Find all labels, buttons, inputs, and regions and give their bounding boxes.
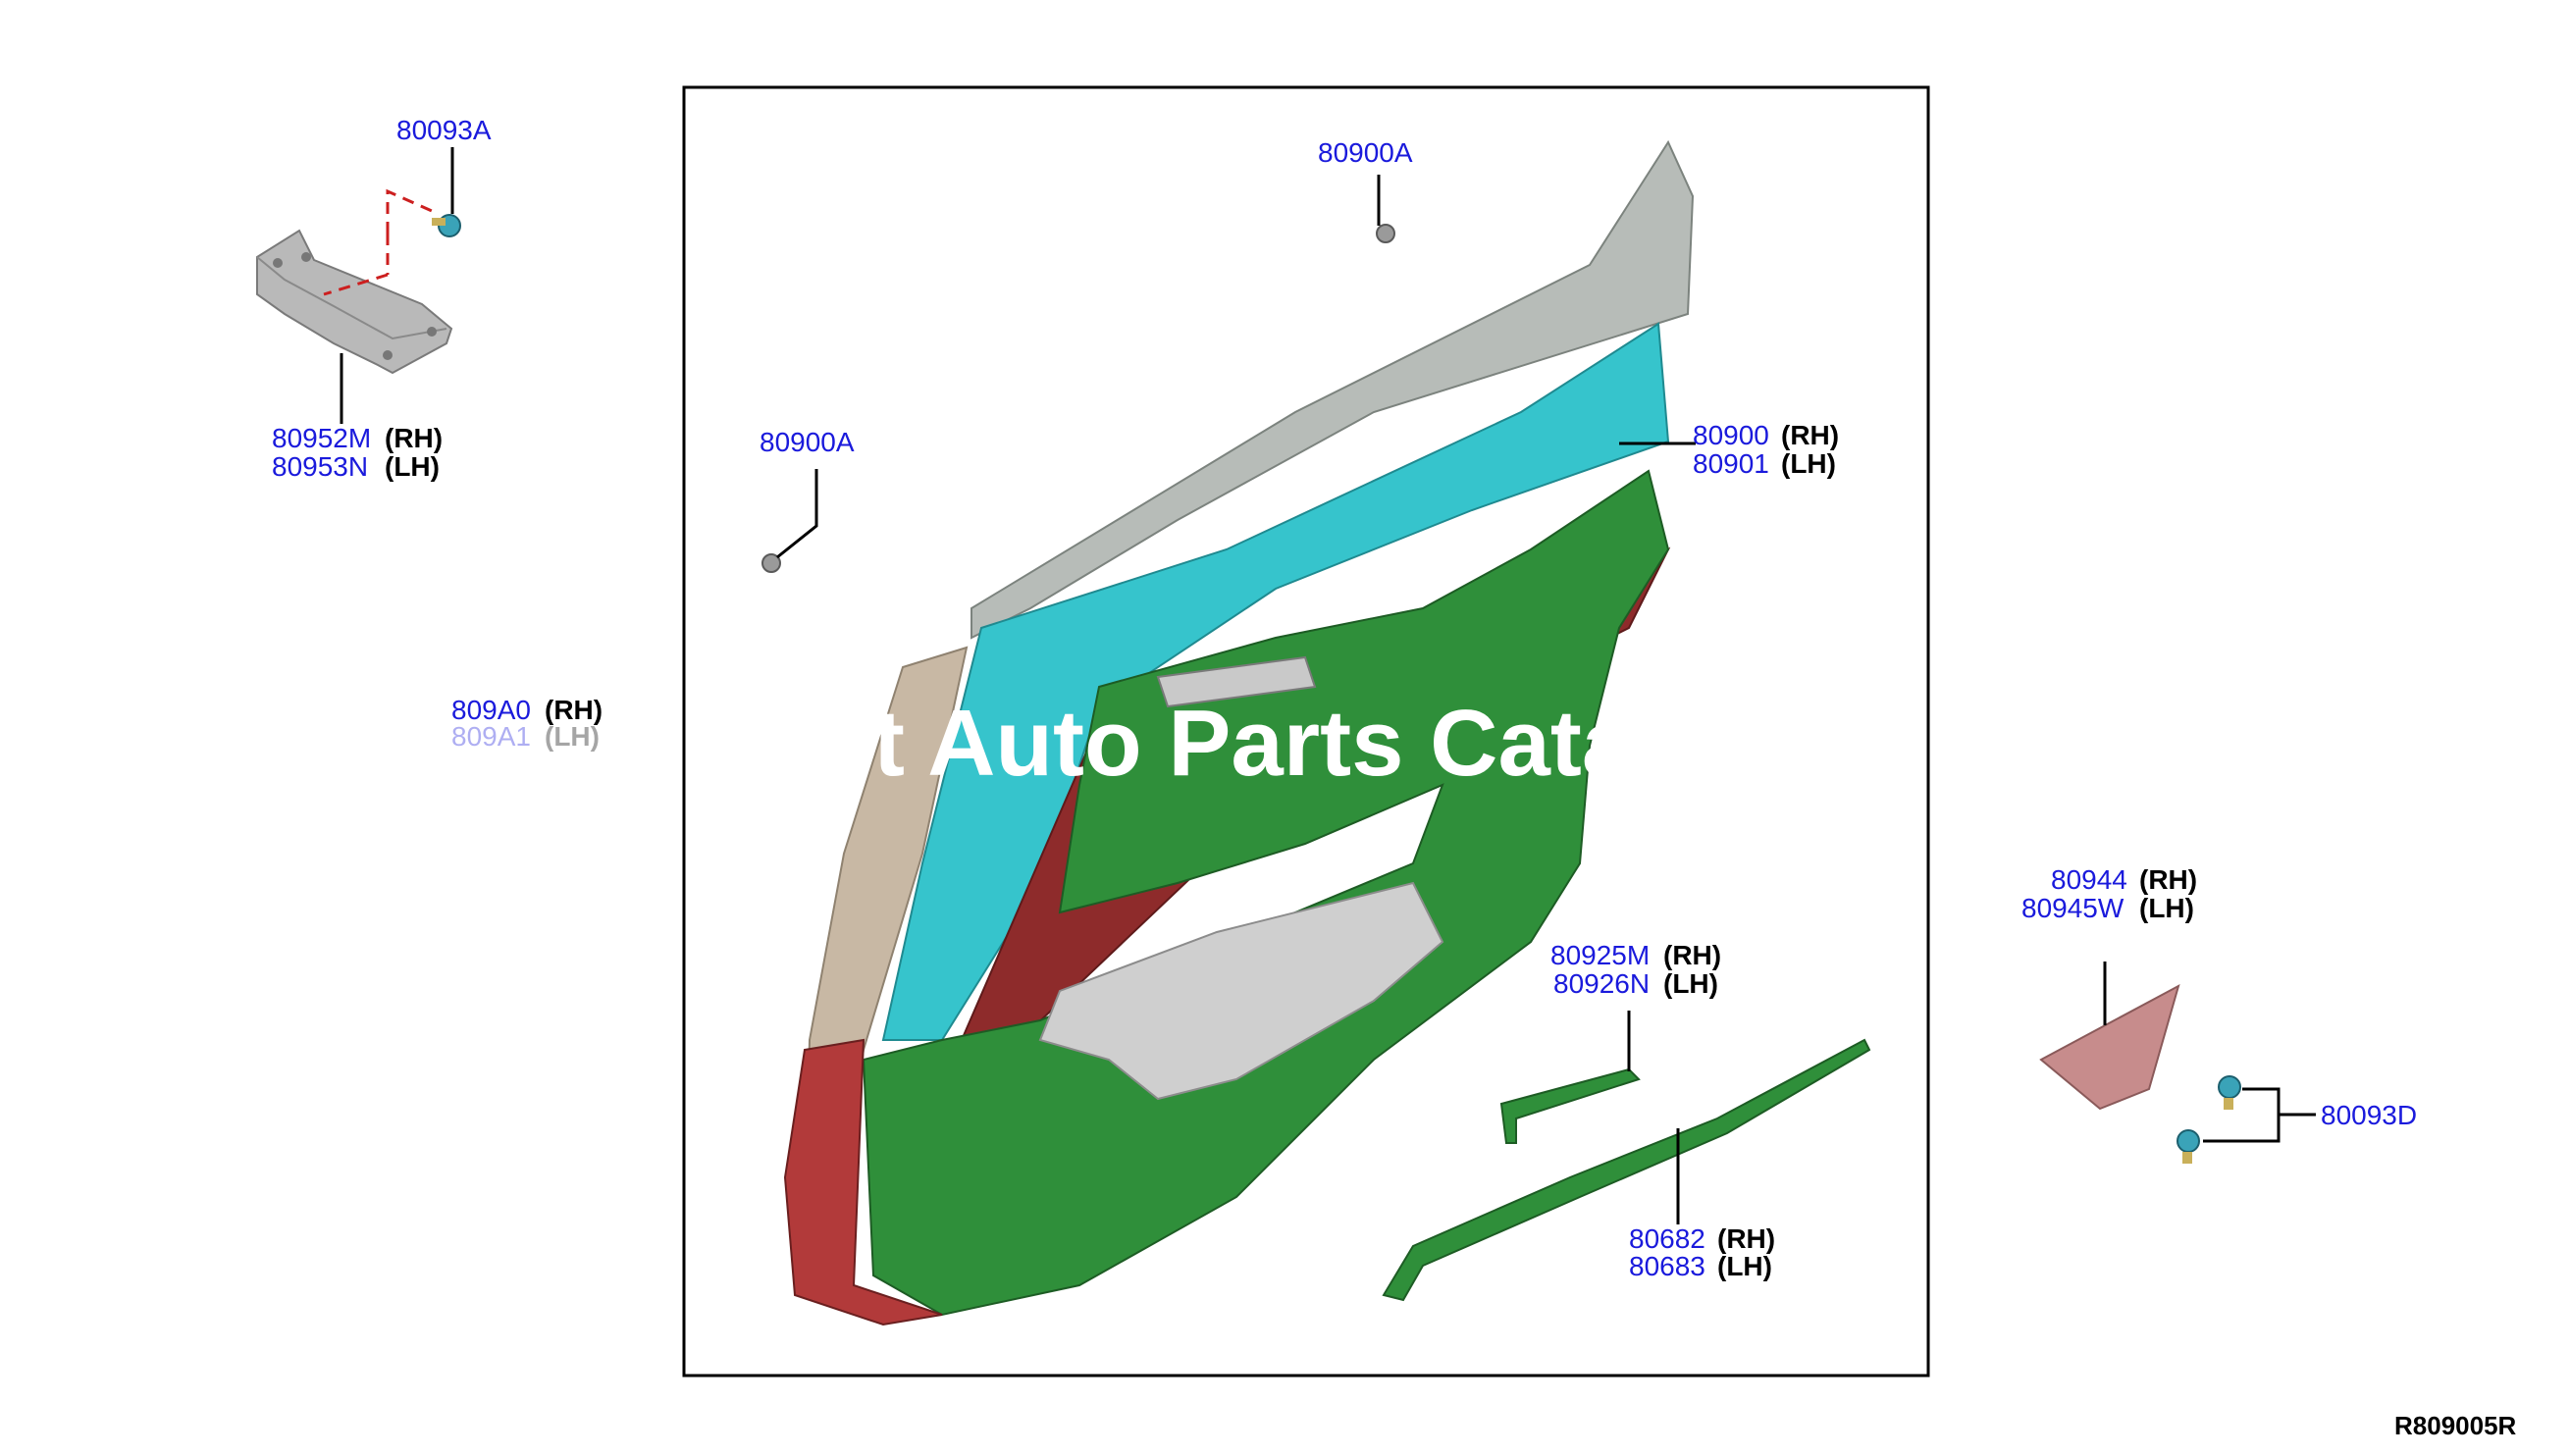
watermark-text: t Auto Parts Catal	[873, 691, 1660, 796]
corner-cover-part	[2039, 984, 2180, 1111]
label-80683: 80683	[1629, 1251, 1705, 1281]
label-80953N: 80953N	[272, 451, 368, 482]
label-80925M-side: (RH)	[1663, 940, 1721, 970]
switch-bezel	[1156, 655, 1317, 708]
label-80901-side: (LH)	[1781, 448, 1836, 479]
label-809A0-side: (RH)	[545, 695, 603, 725]
screw-80093A-icon	[432, 214, 461, 237]
label-80900A-top: 80900A	[1318, 137, 1413, 168]
label-809A1-side: (LH)	[545, 721, 600, 752]
label-80900: 80900	[1693, 420, 1769, 450]
label-80945W-side: (LH)	[2139, 893, 2194, 923]
figure-code: R809005R	[2394, 1411, 2517, 1440]
label-80093D: 80093D	[2321, 1100, 2417, 1130]
screw-80093D-icon	[2177, 1075, 2241, 1164]
label-80683-side: (LH)	[1717, 1251, 1772, 1281]
lower-finisher-strip	[1382, 1038, 1871, 1302]
bracket-part	[256, 229, 453, 375]
label-80953N-side: (LH)	[385, 451, 440, 482]
bracket-dashed-guide	[323, 188, 433, 296]
cyan-upper-panel	[881, 322, 1670, 1041]
clip-80900A-left-icon	[761, 553, 781, 573]
switch-finisher-strip	[1499, 1067, 1641, 1144]
label-80901: 80901	[1693, 448, 1769, 479]
label-80900-side: (RH)	[1781, 420, 1839, 450]
label-809A0: 809A0	[451, 695, 531, 725]
label-80682-side: (RH)	[1717, 1223, 1775, 1254]
label-80900A-left: 80900A	[760, 427, 855, 457]
label-80682: 80682	[1629, 1223, 1705, 1254]
label-809A1: 809A1	[451, 721, 531, 752]
label-80926N-side: (LH)	[1663, 968, 1718, 999]
label-80925M: 80925M	[1550, 940, 1650, 970]
label-80926N: 80926N	[1553, 968, 1650, 999]
label-80952M-side: (RH)	[385, 423, 443, 453]
red-lower-edge	[783, 1038, 943, 1326]
green-lower-panel	[862, 469, 1670, 1317]
map-pocket	[1038, 881, 1444, 1101]
door-trim-assembly	[783, 139, 1695, 1326]
label-80944: 80944	[2051, 864, 2127, 895]
label-80944-side: (RH)	[2139, 864, 2197, 895]
label-80952M: 80952M	[272, 423, 371, 453]
clip-80900A-top-icon	[1376, 224, 1395, 243]
label-80093A: 80093A	[396, 115, 492, 145]
label-80945W: 80945W	[2021, 893, 2124, 923]
assembly-frame	[682, 85, 1930, 1378]
